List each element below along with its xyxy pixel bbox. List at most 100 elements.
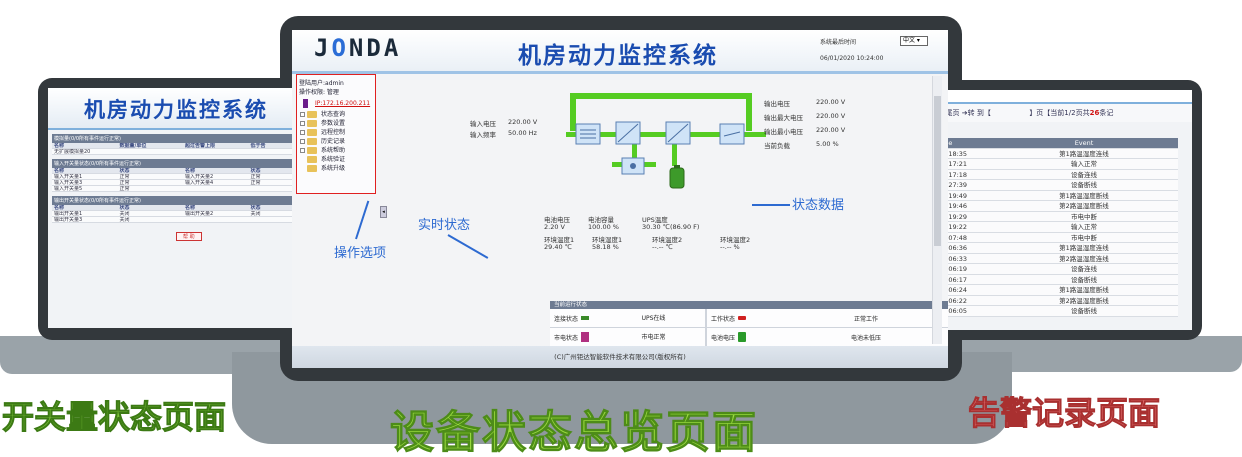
expand-icon[interactable]: [300, 130, 305, 135]
alarm-time: 9:17:18: [942, 170, 968, 179]
menu-item-label: 状态查询: [321, 111, 346, 118]
scroll-thumb[interactable]: [934, 96, 941, 246]
status-value: UPS在线: [602, 309, 706, 327]
overview-scrollbar[interactable]: [932, 76, 942, 344]
collapse-menu-button[interactable]: ◂: [380, 206, 387, 218]
brand-logo: JONDA: [314, 34, 401, 62]
language-select[interactable]: 中文 ▾: [900, 36, 928, 46]
menu-item[interactable]: 系统帮助: [299, 146, 373, 155]
permission: 操作权限: 管理: [299, 89, 339, 96]
alarm-time: 0:19:22: [942, 223, 968, 231]
status-icon: [738, 332, 747, 342]
alarm-row[interactable]: 5:06:22 第2路温湿度断线: [940, 295, 1178, 306]
status-label-text: 连接状态: [554, 315, 579, 323]
pager-suffix: 条记: [1099, 109, 1114, 117]
column-header: 状态: [119, 205, 130, 210]
menu-item[interactable]: 系统升级: [299, 164, 373, 173]
help-button[interactable]: 帮 助: [176, 232, 202, 241]
caption-alarm-page: 告警记录页面: [967, 394, 1161, 433]
alarm-time: 5:06:36: [942, 244, 968, 252]
alarm-time: 5:06:33: [942, 254, 968, 263]
operation-menu: 登陆用户:admin 操作权限: 管理 IP:172.16.200.211 状态…: [296, 74, 376, 194]
value-reading: 100.00 %: [588, 223, 619, 231]
status-icon: [581, 316, 590, 320]
menu-item[interactable]: 历史记录: [299, 137, 373, 146]
alarm-time: 0:19:49: [942, 191, 968, 200]
pager-count: 26: [1089, 109, 1100, 117]
value-reading: 2.20 V: [544, 223, 565, 231]
alarm-row[interactable]: 5:06:33 第2路温湿度连线: [940, 253, 1178, 264]
value-reading: 50.00 Hz: [508, 129, 537, 137]
sys-time-label: 系统最后时间: [820, 39, 857, 46]
value-reading: 30.30 ℃(86.90 F): [642, 223, 700, 231]
alarm-time: 5:06:22: [942, 296, 968, 305]
left-page-title: 机房动力监控系统: [84, 98, 268, 122]
column-header: 状态: [250, 168, 261, 173]
menu-item-label: 参数设置: [321, 120, 346, 127]
menu-item[interactable]: 参数设置: [299, 119, 373, 128]
alarm-event: 第2路温湿度断线: [1059, 296, 1109, 305]
expand-icon[interactable]: [300, 121, 305, 126]
section-header: 输出开关量状态(0/0所有事件运行正常): [52, 196, 314, 205]
column-header: 名称: [54, 205, 65, 210]
expand-icon[interactable]: [300, 139, 305, 144]
value-reading: 58.18 %: [592, 243, 619, 251]
alarm-event: 设备断线: [1071, 275, 1097, 284]
logo-letter: D: [366, 34, 384, 62]
value-reading: 5.00 %: [816, 140, 839, 148]
sys-time: 06/01/2020 10:24:00: [820, 55, 884, 62]
menu-item[interactable]: 系统验证: [299, 155, 373, 164]
value-reading: 29.40 ℃: [544, 243, 572, 251]
alarm-event: 第1路温湿度连线: [1059, 149, 1109, 158]
menu-item[interactable]: 状态查询: [299, 110, 373, 119]
pager-prefix[interactable]: ▸尾页 ➔转 到【: [942, 109, 991, 117]
alarm-event: 设备连线: [1071, 265, 1097, 273]
login-user: 登陆用户:admin: [299, 80, 344, 87]
logo-letter: J: [314, 34, 332, 62]
alarm-event: 设备断线: [1071, 307, 1097, 315]
alarm-row[interactable]: 5:06:19 设备连线: [940, 264, 1178, 275]
value-label: 输出最大电压: [764, 114, 803, 122]
callout-realtime: 实时状态: [418, 218, 471, 233]
value-label: 环境湿度1: [592, 236, 623, 244]
table-cell: 正常: [250, 180, 261, 185]
caption-switch-page: 开关量状态页面: [1, 398, 227, 437]
device-ip-link[interactable]: IP:172.16.200.211: [303, 99, 373, 108]
expand-icon[interactable]: [300, 148, 305, 153]
column-header: 超过告警上限: [185, 143, 216, 148]
value-label: 电池容量: [588, 216, 614, 224]
menu-item[interactable]: 远程控制: [299, 128, 373, 137]
switch-status-screen: 机房动力监控系统 模拟量(0/0所有事件运行正常)名称数据量/单位超过告警上限低…: [48, 88, 318, 328]
alarm-table: me Event 9:18:35第1路温湿度连线9:17:21输入正常9:17:…: [940, 138, 1178, 317]
logo-letter: O: [331, 34, 349, 62]
status-icon: [738, 316, 747, 320]
expand-icon[interactable]: [300, 112, 305, 117]
status-label-text: 市电状态: [554, 334, 579, 342]
alarm-time: 5:06:19: [942, 265, 968, 273]
status-label: 连接状态: [550, 314, 602, 323]
alarm-time: 0:19:46: [942, 202, 968, 210]
folder-icon: [307, 120, 317, 127]
alarm-event: 第2路温湿度连线: [1059, 254, 1109, 263]
alarm-log-screen: ▸尾页 ➔转 到【 】页【当前1/2页共26条记 me Event 9:18:3…: [940, 90, 1192, 330]
right-banner: [940, 90, 1192, 104]
alarm-time: 5:06:24: [942, 286, 968, 294]
logo-letter: N: [348, 34, 367, 62]
menu-item-label: 历史记录: [321, 138, 346, 145]
